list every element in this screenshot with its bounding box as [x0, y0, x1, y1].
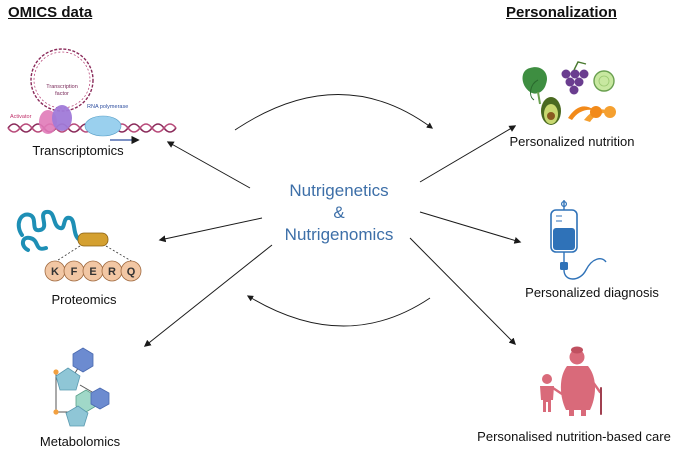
metabolite-icon: [53, 347, 110, 427]
iv-bag-icon: [550, 200, 607, 280]
personalized-nutrition-label: Personalized nutrition: [509, 134, 635, 149]
cycle-arrow-top: [234, 94, 434, 131]
residue-q: Q: [127, 266, 136, 278]
arrow-to-nutrition-care: [409, 237, 516, 345]
activator-label: Activator: [10, 114, 32, 120]
cycle-arrow-bottom: [246, 295, 431, 327]
transcription-factor-label-1: Transcription: [46, 84, 78, 90]
arrow-to-transcriptomics: [166, 141, 251, 189]
proteomics-label: Proteomics: [51, 292, 117, 307]
personalized-diagnosis-label: Personalized diagnosis: [525, 285, 659, 300]
residue-k: K: [51, 266, 59, 278]
center-title-line-3: Nutrigenomics: [284, 225, 394, 244]
rna-polymerase-label: RNA polymerase: [87, 104, 128, 110]
caregiver-icon: [540, 346, 602, 416]
center-title-line-2: &: [333, 203, 345, 222]
food-icon: [522, 61, 616, 125]
arrow-to-proteomics: [158, 217, 263, 243]
metabolomics-label: Metabolomics: [39, 434, 121, 449]
protein-icon: K F E R Q: [16, 209, 142, 282]
transcription-factor-label-2: factor: [55, 91, 69, 97]
transcription-icon: Transcription factor Activator RNA polym…: [7, 48, 177, 145]
personalization-heading: Personalization: [506, 4, 617, 21]
nutrition-care-label: Personalised nutrition-based care: [477, 429, 671, 444]
omics-heading: OMICS data: [8, 4, 93, 21]
center-title-line-1: Nutrigenetics: [289, 181, 389, 200]
residue-r: R: [108, 266, 116, 278]
arrow-to-personalized-nutrition: [419, 125, 517, 183]
transcriptomics-label: Transcriptomics: [32, 143, 124, 158]
residue-f: F: [71, 266, 78, 278]
arrow-to-personalized-diagnosis: [419, 211, 522, 244]
residue-e: E: [89, 266, 96, 278]
arrow-to-metabolomics: [143, 244, 273, 347]
sequence-beads: K F E R Q: [44, 260, 142, 282]
